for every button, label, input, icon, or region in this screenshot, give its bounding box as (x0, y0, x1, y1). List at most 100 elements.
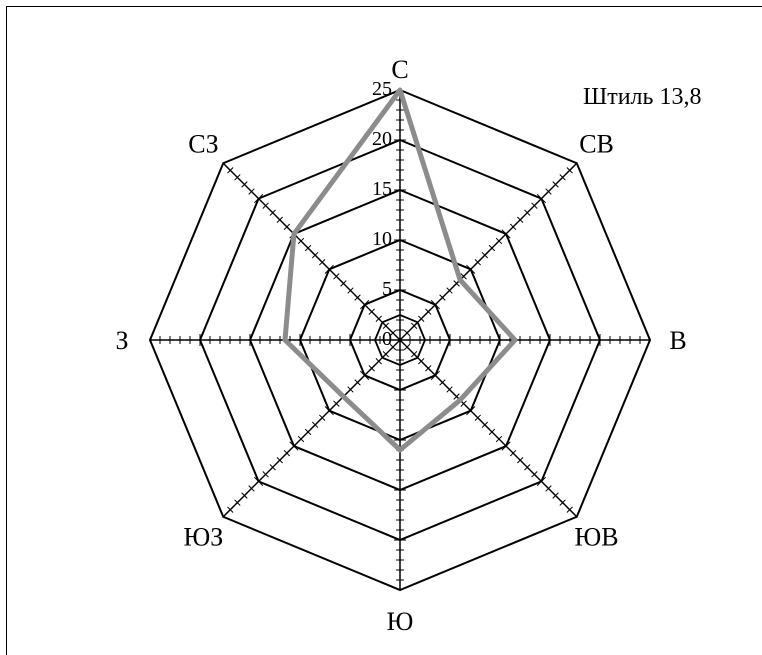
minor-tick (559, 174, 566, 181)
minor-tick (488, 428, 496, 436)
minor-tick (283, 449, 291, 457)
minor-tick (311, 421, 319, 429)
minor-tick (368, 365, 375, 372)
radial-tick-labels: 0 5 10 15 20 25 (372, 78, 392, 350)
minor-tick (333, 400, 340, 407)
minor-tick (466, 264, 476, 274)
minor-tick (453, 280, 460, 287)
minor-tick (536, 476, 547, 487)
minor-tick (227, 167, 234, 174)
direction-label-6: З (115, 326, 128, 355)
minor-tick (481, 421, 489, 429)
minor-tick (375, 315, 382, 322)
minor-tick (410, 350, 418, 358)
minor-tick (430, 300, 440, 310)
minor-tick (439, 294, 446, 301)
minor-tick (501, 441, 511, 451)
minor-tick (283, 223, 291, 231)
minor-tick (524, 464, 531, 471)
direction-label-4: Ю (387, 607, 414, 636)
radial-tick-label: 20 (372, 128, 392, 150)
minor-tick (430, 370, 440, 380)
minor-tick (262, 202, 269, 209)
direction-label-1: СВ (579, 129, 614, 158)
minor-tick (276, 216, 283, 223)
minor-tick (531, 471, 538, 478)
minor-tick (517, 457, 524, 464)
direction-label-3: ЮВ (575, 523, 619, 552)
minor-tick (488, 244, 496, 252)
minor-tick (531, 202, 538, 209)
minor-tick (509, 449, 517, 457)
minor-tick (389, 343, 397, 351)
minor-tick (559, 499, 566, 506)
minor-tick (269, 464, 276, 471)
radial-tick-label: 25 (372, 78, 392, 100)
minor-tick (368, 308, 375, 315)
minor-tick (276, 457, 283, 464)
minor-tick (375, 358, 382, 365)
chart-frame (6, 6, 762, 655)
minor-tick (418, 358, 425, 365)
axis-spoke-1 (399, 162, 578, 341)
minor-tick (227, 506, 234, 513)
minor-tick (403, 329, 411, 337)
minor-tick (552, 492, 559, 499)
minor-tick (262, 471, 269, 478)
minor-tick (324, 264, 334, 274)
minor-tick (439, 379, 446, 386)
minor-tick (311, 251, 319, 259)
radial-tick-label: 5 (382, 278, 392, 300)
minor-tick (501, 229, 511, 239)
minor-tick (524, 209, 531, 216)
radial-tick-label: 10 (372, 228, 392, 250)
minor-tick (347, 287, 354, 294)
minor-tick (241, 181, 248, 188)
axis-spoke-5 (222, 339, 401, 518)
series-layer (282, 87, 518, 453)
minor-tick (382, 322, 390, 330)
minor-tick (495, 237, 503, 245)
minor-tick (289, 441, 299, 451)
minor-tick (545, 485, 552, 492)
minor-tick (360, 370, 370, 380)
minor-tick (466, 406, 476, 416)
minor-tick (425, 308, 432, 315)
radial-tick-label: 15 (372, 178, 392, 200)
minor-tick (253, 476, 264, 487)
direction-label-0: С (391, 55, 408, 84)
minor-tick (446, 386, 453, 393)
minor-tick (453, 393, 460, 400)
minor-tick (234, 499, 241, 506)
minor-tick (333, 273, 340, 280)
radial-tick-label: 0 (382, 328, 392, 350)
minor-tick (536, 193, 547, 204)
minor-tick (319, 259, 326, 266)
minor-tick (460, 400, 467, 407)
minor-tick (304, 244, 312, 252)
minor-tick (509, 223, 517, 231)
minor-tick (347, 386, 354, 393)
axis-spoke-3 (399, 339, 578, 518)
minor-tick (297, 237, 305, 245)
minor-tick (319, 414, 326, 421)
minor-tick (474, 414, 481, 421)
minor-tick (403, 343, 411, 351)
calm-annotation: Штиль 13,8 (583, 84, 701, 110)
minor-tick (304, 428, 312, 436)
radar-axes (150, 90, 650, 590)
direction-label-5: ЮЗ (184, 523, 224, 552)
minor-tick (340, 280, 347, 287)
minor-tick (382, 350, 390, 358)
minor-tick (354, 379, 361, 386)
minor-tick (552, 181, 559, 188)
minor-tick (566, 167, 573, 174)
minor-tick (460, 273, 467, 280)
minor-tick (248, 485, 255, 492)
minor-tick (253, 193, 264, 204)
minor-tick (481, 251, 489, 259)
axis-spoke-7 (222, 162, 401, 341)
minor-tick (446, 287, 453, 294)
